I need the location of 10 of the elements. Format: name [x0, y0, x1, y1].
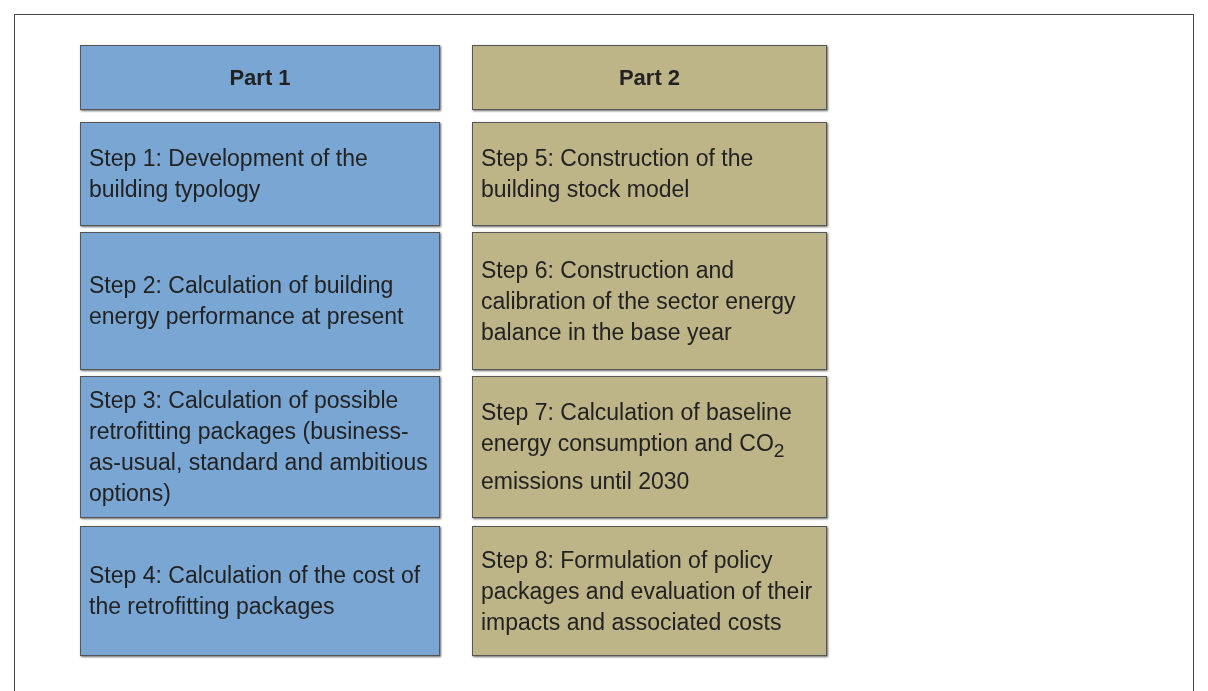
step-box: Step 5: Construction of the building stock model: [472, 122, 827, 226]
step-box: Step 3: Calculation of possible retrofitting packages (business-as-usual, standard and ambitious options): [80, 376, 440, 518]
step-box: Step 7: Calculation of baseline energy consumption and CO$_{2}$ emissions until 2030: [472, 376, 827, 518]
step-box: Step 4: Calculation of the cost of the retrofitting packages: [80, 526, 440, 656]
step-box: Step 6: Construction and calibration of the sector energy balance in the base year: [472, 232, 827, 370]
column-header-box: Part 1: [80, 45, 440, 110]
column-header-box: Part 2: [472, 45, 827, 110]
step-box: Step 2: Calculation of building energy performance at present: [80, 232, 440, 370]
step-box: Step 8: Formulation of policy packages and evaluation of their impacts and associated costs: [472, 526, 827, 656]
step-box: Step 1: Development of the building typology: [80, 122, 440, 226]
